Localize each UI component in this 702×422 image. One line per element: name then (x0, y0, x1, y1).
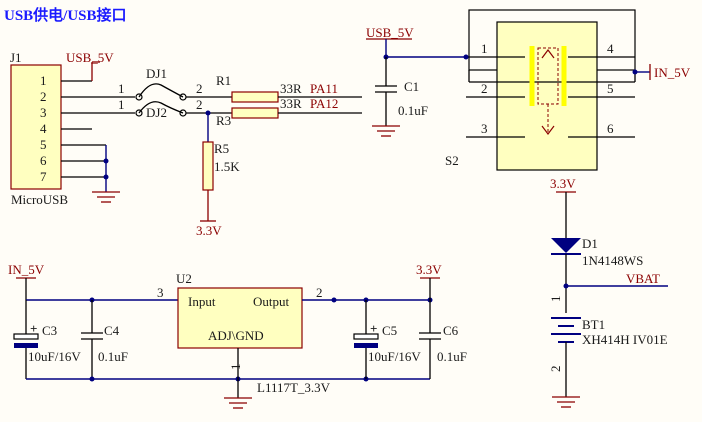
u2-part: L1117T_3.3V (257, 380, 331, 395)
net-pa12: PA12 (310, 96, 338, 111)
r3-value: 33R (280, 96, 302, 111)
bt1-pin-minus: 2 (548, 366, 563, 373)
c1-value: 0.1uF (398, 103, 428, 118)
capacitor-c1: C1 0.1uF (375, 79, 428, 118)
v33-label-r5: 3.3V (196, 223, 222, 238)
c5-ref: C5 (382, 323, 397, 338)
s2-pin-6: 6 (607, 121, 614, 136)
u2-pin-gnd: 1 (228, 364, 243, 371)
capacitor-c3: + C3 10uF/16V (13, 321, 81, 364)
capacitor-c4: C4 0.1uF (81, 323, 128, 364)
j1-pin-2: 2 (40, 89, 47, 104)
c5-value: 10uF/16V (368, 349, 421, 364)
jumper-dj2: DJ2 1 2 (118, 97, 203, 120)
regulator-u2: U2 Input Output ADJ\GND (176, 271, 303, 349)
u2-input-label: Input (188, 294, 216, 309)
resistor-r5: R5 1.5K (202, 141, 240, 191)
u2-ref: U2 (176, 271, 192, 286)
j1-body (10, 64, 62, 190)
usb5v-label-c1: USB_5V (366, 25, 414, 40)
c4-value: 0.1uF (98, 349, 128, 364)
ground-icon (224, 397, 252, 409)
net-vbat: VBAT (626, 271, 660, 286)
ground-icon (552, 396, 580, 408)
net-pa11: PA11 (310, 81, 338, 96)
j1-pin-6: 6 (40, 153, 47, 168)
c6-value: 0.1uF (437, 349, 467, 364)
s2-pin-2: 2 (481, 81, 488, 96)
switch-s2: 1 2 3 4 5 6 S2 (445, 9, 638, 171)
u2-pin-in: 3 (157, 285, 164, 300)
j1-pin-7: 7 (40, 169, 47, 184)
r5-value: 1.5K (214, 159, 240, 174)
c3-plus-icon: + (30, 321, 37, 336)
j1-pin-1: 1 (40, 73, 47, 88)
c6-ref: C6 (443, 323, 459, 338)
c4-ref: C4 (104, 323, 120, 338)
r1-value: 33R (280, 81, 302, 96)
dj1-pin-1: 1 (118, 81, 125, 96)
d1-value: 1N4148WS (582, 253, 643, 268)
u2-pin-out: 2 (316, 285, 323, 300)
capacitor-c5: + C5 10uF/16V (353, 321, 421, 364)
dj2-ref: DJ2 (146, 105, 167, 120)
bt1-ref: BT1 (582, 317, 605, 332)
c5-plus-icon: + (370, 321, 377, 336)
net-in5v-reg: IN_5V (8, 262, 45, 277)
u2-gnd-label: ADJ\GND (208, 328, 264, 343)
c3-ref: C3 (42, 323, 57, 338)
c1-ref: C1 (404, 79, 419, 94)
dj2-pin-1: 1 (118, 97, 125, 112)
usb-connector-j1: J1 1 2 3 4 5 6 7 MicroUSB USB_5V (10, 50, 135, 207)
s2-ref: S2 (445, 153, 459, 168)
v33-label-reg: 3.3V (416, 262, 442, 277)
dj2-pin-2: 2 (196, 97, 203, 112)
diode-d1: D1 1N4148WS (551, 236, 643, 268)
ground-icon (372, 125, 400, 137)
d1-ref: D1 (582, 236, 598, 251)
s2-pin-5: 5 (607, 81, 614, 96)
bt1-value: XH414H IV01E (582, 332, 668, 347)
j1-pin-4: 4 (40, 121, 47, 136)
r5-ref: R5 (214, 141, 229, 156)
u2-output-label: Output (253, 294, 290, 309)
s2-pin-3: 3 (481, 121, 488, 136)
page-title: USB供电/USB接口 (4, 6, 127, 24)
j1-pin-3: 3 (40, 105, 47, 120)
c3-value: 10uF/16V (28, 349, 81, 364)
ground-icon (92, 191, 120, 203)
j1-pin-5: 5 (40, 137, 47, 152)
usb5v-label-j1: USB_5V (66, 50, 114, 65)
capacitor-c6: C6 0.1uF (419, 323, 467, 364)
dj1-pin-2: 2 (196, 81, 203, 96)
j1-ref: J1 (10, 50, 22, 65)
s2-pin-1: 1 (481, 41, 488, 56)
battery-bt1: BT1 XH414H IV01E (551, 317, 668, 347)
bt1-pin-plus: 1 (548, 296, 563, 303)
v33-label-d1: 3.3V (550, 176, 576, 191)
r1-ref: R1 (216, 73, 231, 88)
dj1-ref: DJ1 (146, 66, 167, 81)
jumper-dj1: DJ1 1 2 (118, 66, 203, 101)
r3-ref: R3 (216, 113, 231, 128)
net-in5v-s2: IN_5V (654, 65, 691, 80)
j1-name: MicroUSB (11, 192, 68, 207)
s2-pin-4: 4 (607, 41, 614, 56)
